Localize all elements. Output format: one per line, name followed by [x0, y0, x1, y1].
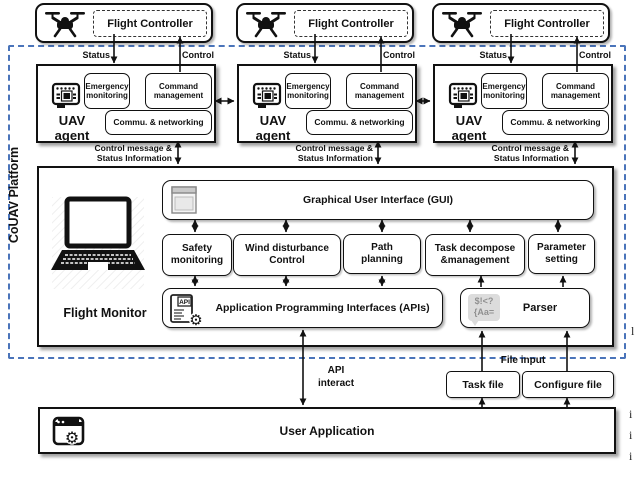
flight-controller-box: Flight Controller	[93, 10, 207, 37]
drone-group-2: Flight Controller Status Control Emergen…	[236, 0, 417, 170]
gui-title: Graphical User Interface (GUI)	[303, 194, 453, 206]
module-safety-monitoring: Safety monitoring	[162, 234, 232, 276]
apis-box: API ⚙ Application Programming Interfaces…	[162, 288, 443, 328]
api-document-gear-icon: API ⚙	[170, 294, 204, 328]
flight-controller-panel: Flight Controller	[432, 3, 610, 43]
gui-box: Graphical User Interface (GUI)	[162, 180, 594, 220]
flight-controller-chip-icon	[252, 82, 282, 108]
task-file-box: Task file	[446, 371, 520, 398]
flight-controller-panel: Flight Controller	[236, 3, 414, 43]
uav-agent-box: Emergency monitoring Command management …	[433, 64, 613, 143]
status-label: Status	[283, 50, 311, 60]
drone-icon	[45, 12, 85, 38]
user-application-label: User Application	[279, 423, 375, 438]
command-management-box: Command management	[346, 73, 413, 109]
drone-icon	[246, 12, 286, 38]
file-input-label: File input	[500, 355, 546, 366]
edge-text-fragment: i	[629, 428, 633, 442]
module-wind-disturbance-control: Wind disturbance Control	[233, 234, 341, 276]
flight-controller-box: Flight Controller	[490, 10, 604, 37]
flight-controller-label: Flight Controller	[308, 17, 394, 30]
module-task-decompose-management: Task decompose &management	[425, 234, 525, 276]
code-parser-icon: $!<? {Aa=	[468, 294, 500, 326]
drone-group-1: Flight Controller Status Control Emergen…	[35, 0, 216, 170]
flight-monitor-label: Flight Monitor	[63, 306, 147, 320]
flight-controller-label: Flight Controller	[504, 17, 590, 30]
configure-file-box: Configure file	[522, 371, 614, 398]
status-label: Status	[82, 50, 110, 60]
user-application-box: ⚙ User Application	[38, 407, 616, 454]
flight-controller-panel: Flight Controller	[35, 3, 213, 43]
control-label: Control	[579, 50, 611, 60]
svg-text:⚙: ⚙	[65, 428, 79, 447]
flight-controller-chip-icon	[448, 82, 478, 108]
command-management-box: Command management	[145, 73, 212, 109]
flight-controller-box: Flight Controller	[294, 10, 408, 37]
emergency-monitoring-box: Emergency monitoring	[84, 73, 130, 109]
svg-text:⚙: ⚙	[189, 311, 202, 328]
control-label: Control	[383, 50, 415, 60]
flight-controller-label: Flight Controller	[107, 17, 193, 30]
edge-text-fragment: l	[631, 324, 635, 338]
app-window-gear-icon: ⚙	[52, 416, 85, 448]
svg-text:API: API	[179, 299, 190, 306]
edge-text-fragment: i	[629, 407, 633, 421]
command-management-box: Command management	[542, 73, 609, 109]
uav-agent-box: Emergency monitoring Command management …	[237, 64, 417, 143]
window-icon	[171, 186, 197, 214]
uav-agent-label: UAV agent	[54, 113, 90, 143]
laptop-icon	[51, 196, 145, 270]
emergency-monitoring-box: Emergency monitoring	[481, 73, 527, 109]
control-message-status-label: Control message & Status Information	[94, 143, 172, 164]
uav-agent-box: Emergency monitoring Command management …	[36, 64, 216, 143]
edge-text-fragment: i	[629, 449, 633, 463]
control-message-status-label: Control message & Status Information	[491, 143, 569, 164]
commu-networking-box: Commu. & networking	[502, 110, 609, 135]
emergency-monitoring-box: Emergency monitoring	[285, 73, 331, 109]
control-label: Control	[182, 50, 214, 60]
couav-platform-border	[8, 45, 626, 359]
couav-platform-label: CoUAV Platform	[7, 146, 21, 244]
drone-icon	[442, 12, 482, 38]
module-parameter-setting: Parameter setting	[528, 234, 595, 274]
status-label: Status	[479, 50, 507, 60]
flight-controller-chip-icon	[51, 82, 81, 108]
module-path-planning: Path planning	[343, 234, 421, 274]
parser-title: Parser	[522, 302, 558, 314]
control-message-status-label: Control message & Status Information	[295, 143, 373, 164]
apis-title: Application Programming Interfaces (APIs…	[215, 302, 430, 314]
uav-agent-label: UAV agent	[451, 113, 487, 143]
commu-networking-box: Commu. & networking	[105, 110, 212, 135]
uav-agent-label: UAV agent	[255, 113, 291, 143]
commu-networking-box: Commu. & networking	[306, 110, 413, 135]
drone-group-3: Flight Controller Status Control Emergen…	[432, 0, 613, 170]
api-interact-label: API interact	[317, 365, 355, 389]
parser-box: $!<? {Aa= Parser	[460, 288, 590, 328]
